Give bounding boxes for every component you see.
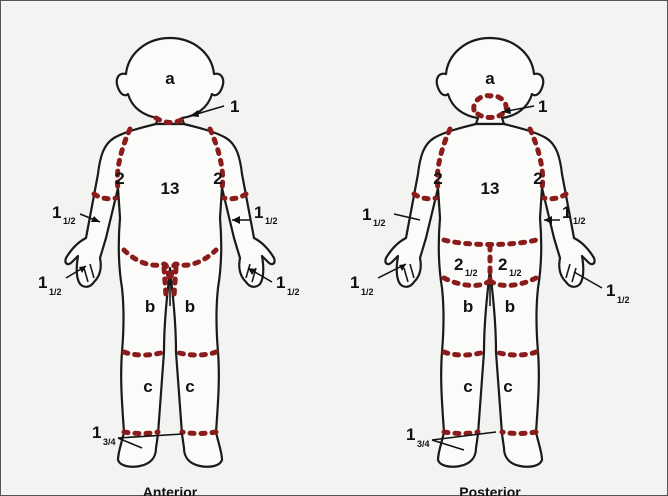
posterior-buttock-left-label: 2	[454, 255, 463, 274]
posterior-thigh-right-label: b	[505, 297, 515, 316]
anterior-hand-left-label: 1	[38, 273, 47, 292]
posterior-hand-left-label: 1	[350, 273, 359, 292]
anterior-forearm-right-label: 1	[254, 203, 263, 222]
anterior-upper-arm-right-label: 2	[213, 169, 222, 188]
anterior-leg-right-label: c	[185, 377, 194, 396]
anterior-upper-arm-left-label: 2	[115, 169, 124, 188]
posterior-buttock-left-sub: 1/2	[465, 268, 478, 278]
anterior-thigh-right-label: b	[185, 297, 195, 316]
anterior-foot-sub: 3/4	[103, 437, 116, 447]
anterior-trunk-label: 13	[161, 179, 180, 198]
posterior-trunk-label: 13	[481, 179, 500, 198]
posterior-foot-sub: 3/4	[417, 439, 430, 449]
posterior-hand-right-sub: 1/2	[617, 295, 630, 305]
anterior-forearm-right-sub: 1/2	[265, 216, 278, 226]
anterior-caption: Anterior	[143, 484, 198, 496]
posterior-caption: Posterior	[459, 484, 521, 496]
posterior-head-label: a	[485, 69, 495, 88]
posterior-figure: a 13 2 2 2 1/2 2 1/2 b b c c 1 1 1/2 1 1…	[350, 38, 630, 496]
posterior-forearm-right-label: 1	[562, 203, 571, 222]
anterior-thigh-left-label: b	[145, 297, 155, 316]
posterior-thigh-left-label: b	[463, 297, 473, 316]
anterior-silhouette	[65, 38, 274, 467]
anterior-forearm-left-sub: 1/2	[63, 216, 76, 226]
posterior-upper-arm-left-label: 2	[433, 169, 442, 188]
anterior-forearm-left-label: 1	[52, 203, 61, 222]
posterior-forearm-left-label: 1	[362, 205, 371, 224]
posterior-neck-label: 1	[538, 97, 547, 116]
posterior-forearm-right-sub: 1/2	[573, 216, 586, 226]
posterior-leg-left-label: c	[463, 377, 472, 396]
anterior-foot-label: 1	[92, 423, 101, 442]
anterior-neck-label: 1	[230, 97, 239, 116]
anterior-leg-left-label: c	[143, 377, 152, 396]
anterior-hand-right-label: 1	[276, 273, 285, 292]
posterior-hand-right-label: 1	[606, 281, 615, 300]
posterior-leg-right-label: c	[503, 377, 512, 396]
posterior-forearm-left-sub: 1/2	[373, 218, 386, 228]
anterior-figure: a 13 2 2 b b c c 1 1 1/2 1 1/2 1 1/2 1 1…	[38, 38, 300, 496]
posterior-buttock-right-label: 2	[498, 255, 507, 274]
anterior-hand-left-sub: 1/2	[49, 287, 62, 297]
posterior-hand-left-sub: 1/2	[361, 287, 374, 297]
anterior-hand-right-sub: 1/2	[287, 287, 300, 297]
anterior-head-label: a	[165, 69, 175, 88]
posterior-foot-label: 1	[406, 425, 415, 444]
posterior-buttock-right-sub: 1/2	[509, 268, 522, 278]
posterior-upper-arm-right-label: 2	[533, 169, 542, 188]
